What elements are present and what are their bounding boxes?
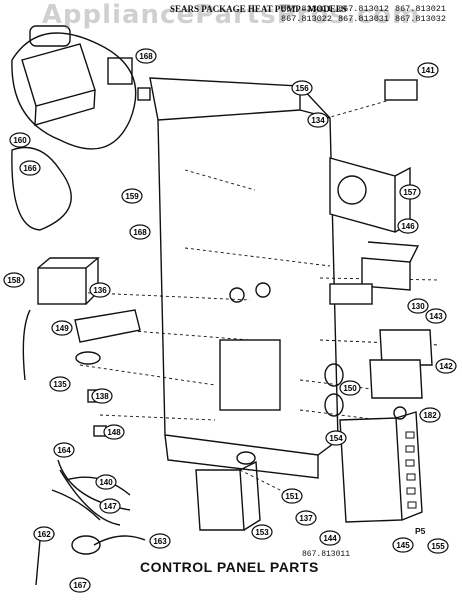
callout-circle xyxy=(397,218,419,234)
callout-label: 167 xyxy=(73,581,87,590)
callout-label: 143 xyxy=(429,312,443,321)
relay xyxy=(37,267,87,305)
callout-label: 153 xyxy=(255,528,269,537)
callout-circle xyxy=(99,498,121,514)
callout-label: 159 xyxy=(125,192,139,201)
header-brand: SEARS PACKAGE HEAT PUMP - MODELS xyxy=(170,4,347,14)
callout-circle xyxy=(103,424,125,440)
callout-circle xyxy=(325,430,347,446)
callout-circle xyxy=(407,298,429,314)
callout-circle xyxy=(319,530,341,546)
callout-label: 151 xyxy=(285,492,299,501)
callout-circle xyxy=(339,380,361,396)
callout-circle xyxy=(435,358,457,374)
callout-circle xyxy=(91,388,113,404)
callout-circle xyxy=(281,488,303,504)
callout-label: 144 xyxy=(323,534,337,543)
callout-circle xyxy=(392,537,414,553)
callout-label: 147 xyxy=(103,502,117,511)
timer xyxy=(329,157,396,233)
callout-circle xyxy=(53,442,75,458)
callout-circle xyxy=(399,184,421,200)
model-6: 867.813032 xyxy=(395,14,447,24)
callout-circle xyxy=(121,188,143,204)
diagram-code: 867.813011 xyxy=(302,550,351,559)
callout-label: 140 xyxy=(99,478,113,487)
panel-hole xyxy=(229,287,245,303)
callout-label: 141 xyxy=(421,66,435,75)
callout-circle xyxy=(427,538,449,554)
terminal-strip xyxy=(339,417,403,523)
model-2: 867.813012 xyxy=(338,4,390,14)
callout-label: 158 xyxy=(7,276,21,285)
callout-circle xyxy=(295,510,317,526)
callout-label: 149 xyxy=(55,324,69,333)
callout-label: 154 xyxy=(329,434,343,443)
diagram-title: CONTROL PANEL PARTS xyxy=(140,559,319,575)
model-4: 867.813022 xyxy=(281,14,333,24)
model-3: 867.813021 xyxy=(395,4,447,14)
callout-circle xyxy=(419,407,441,423)
callout-circle xyxy=(291,80,313,96)
model-5: 867.813031 xyxy=(338,14,390,24)
callout-circle xyxy=(9,132,31,148)
callout-label: 182 xyxy=(423,411,437,420)
control-panel-body xyxy=(149,77,339,456)
callout-label: 130 xyxy=(411,302,425,311)
model-1: 867.813011 xyxy=(281,4,333,14)
callout-circle xyxy=(135,48,157,64)
panel-hole xyxy=(255,282,271,298)
callout-label: 138 xyxy=(95,392,109,401)
callout-label: 145 xyxy=(396,541,410,550)
terminal-block xyxy=(329,283,373,305)
callout-circle xyxy=(3,272,25,288)
callout-circle xyxy=(49,376,71,392)
callout-label: 137 xyxy=(299,514,313,523)
callout-circle xyxy=(251,524,273,540)
callout-circle xyxy=(425,308,447,324)
callout-label: 135 xyxy=(53,380,67,389)
callout-label: 146 xyxy=(401,222,415,231)
relay-small xyxy=(384,79,418,101)
callout-label: 164 xyxy=(57,446,71,455)
callout-circle xyxy=(129,224,151,240)
callout-label: 166 xyxy=(23,164,37,173)
small-bracket xyxy=(107,57,133,85)
callout-circle xyxy=(417,62,439,78)
panel-hole xyxy=(236,451,256,465)
callout-label: 168 xyxy=(139,52,153,61)
callout-circle xyxy=(69,577,91,593)
callout-label: 168 xyxy=(133,228,147,237)
callout-label: 157 xyxy=(403,188,417,197)
panel-cutout xyxy=(219,339,281,411)
callout-label: 163 xyxy=(153,537,167,546)
page-code: P5 xyxy=(415,526,426,536)
callout-label: 156 xyxy=(295,84,309,93)
callout-label: 162 xyxy=(37,530,51,539)
callout-circle xyxy=(307,112,329,128)
callout-circle xyxy=(19,160,41,176)
callout-circle xyxy=(95,474,117,490)
callout-group: 168 141 156 134 160 157 166 159 168 146 158 136 130 1… xyxy=(3,48,457,593)
callout-circle xyxy=(89,282,111,298)
transformer xyxy=(361,257,411,291)
watermark: AppliancePartsPros.com xyxy=(41,0,421,30)
callout-label: 134 xyxy=(311,116,325,125)
callout-label: 136 xyxy=(93,286,107,295)
callout-label: 148 xyxy=(107,428,121,437)
callout-label: 160 xyxy=(13,136,27,145)
callout-label: 142 xyxy=(439,362,453,371)
callout-circle xyxy=(149,533,171,549)
callout-label: 150 xyxy=(343,384,357,393)
callout-label: 155 xyxy=(431,542,445,551)
callout-circle xyxy=(51,320,73,336)
callout-circle xyxy=(33,526,55,542)
capacitor xyxy=(29,25,71,47)
contactor xyxy=(195,469,245,531)
